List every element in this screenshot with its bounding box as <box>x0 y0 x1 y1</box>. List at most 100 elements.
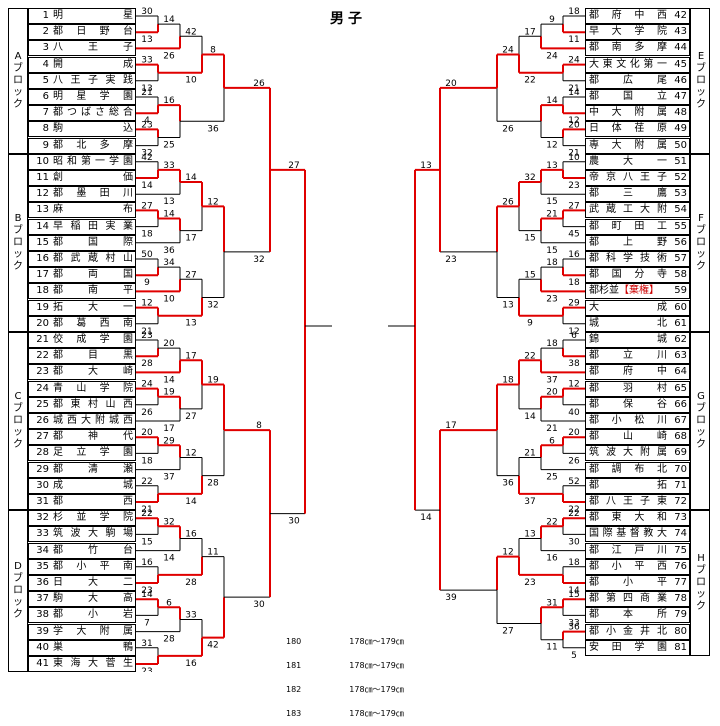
team-number: 32 <box>36 512 49 524</box>
team-number: 45 <box>674 58 687 70</box>
score-label: 37 <box>163 473 174 483</box>
team-name: 都竹台 <box>53 544 133 556</box>
score-label: 7 <box>144 618 150 628</box>
block-label: Bブロック <box>13 212 23 272</box>
team-number: 57 <box>674 253 687 264</box>
score-label: 32 <box>141 149 152 159</box>
score-label: 18 <box>546 258 558 268</box>
score-label: 14 <box>141 181 153 191</box>
team-number: 47 <box>674 91 687 102</box>
score-label: 34 <box>163 258 175 268</box>
team-name: 学大附属 <box>53 625 133 637</box>
score-label: 15 <box>546 246 557 256</box>
team-name: 都東村山西 <box>53 398 133 410</box>
team-name: 早稲田実業 <box>53 220 133 232</box>
team-number: 77 <box>674 577 687 588</box>
team-number: 58 <box>674 269 687 281</box>
team-number: 31 <box>36 496 49 507</box>
score-label: 26 <box>502 124 514 134</box>
team-name: 駒大高 <box>53 593 133 605</box>
score-label: 36 <box>568 623 580 633</box>
score-label: 10 <box>163 294 175 304</box>
score-label: 20 <box>568 120 580 130</box>
score-label: 21 <box>568 149 579 159</box>
score-label: 15 <box>546 197 557 207</box>
team-name: 都南多摩 <box>589 42 667 54</box>
team-number: 26 <box>36 415 49 426</box>
block-label: Hブロック <box>696 553 706 613</box>
score-label: 18 <box>568 7 580 17</box>
team-number: 35 <box>36 560 49 572</box>
team-name: 城西大附城西 <box>53 415 133 426</box>
team-name: 中大附属 <box>589 107 667 119</box>
team-name: 都葛西南 <box>53 317 133 329</box>
score-label: 13 <box>546 161 557 171</box>
score-label: 20 <box>163 339 175 349</box>
team-name: 筑波大附属 <box>589 447 667 459</box>
team-name: 錦城 <box>589 334 667 345</box>
team-name: 都小平 <box>589 577 667 588</box>
team-name: 早大学院 <box>589 26 667 38</box>
team-row: 26 城西大附城西 <box>28 413 136 429</box>
team-number: 65 <box>674 382 687 394</box>
team-name: 佼成学園 <box>53 334 133 345</box>
score-label: 6 <box>549 436 555 446</box>
score-label: 6 <box>166 598 172 608</box>
team-number: 18 <box>36 285 49 297</box>
team-number: 33 <box>36 528 49 540</box>
score-label: 10 <box>568 153 580 163</box>
score-label: 22 <box>524 351 535 361</box>
score-label: 30 <box>253 600 265 610</box>
tiebreak-notes: 180 178㎝～179㎝ 181 178㎝～179㎝ 182 178㎝～179… <box>286 622 404 726</box>
block-label: Eブロック <box>696 50 706 110</box>
team-number: 50 <box>674 139 687 151</box>
team-name: 都江戸川 <box>589 544 667 556</box>
team-name: 日体荏原 <box>589 123 667 135</box>
score-label: 8 <box>210 45 216 55</box>
score-label: 8 <box>256 421 262 431</box>
team-row: 都杉並【棄権】59 <box>585 283 690 300</box>
team-number: 14 <box>36 220 49 232</box>
team-number: 4 <box>42 58 49 70</box>
team-name: 開成 <box>53 58 133 70</box>
team-name: 巣鴨 <box>53 641 133 653</box>
score-label: 13 <box>420 161 431 171</box>
score-label: 26 <box>141 408 153 418</box>
score-label: 24 <box>141 380 153 390</box>
team-name: 都国分寺 <box>589 269 667 281</box>
team-number: 79 <box>674 609 687 621</box>
team-number: 2 <box>42 26 49 38</box>
team-name: 都西 <box>53 496 133 507</box>
score-label: 45 <box>568 230 579 240</box>
team-name: 都拓 <box>589 479 667 491</box>
team-row: 31 都西 <box>28 494 136 510</box>
score-label: 19 <box>207 376 219 386</box>
score-label: 27 <box>185 270 196 280</box>
team-number: 66 <box>674 398 687 410</box>
score-label: 22 <box>546 517 557 527</box>
score-label: 24 <box>546 51 558 61</box>
score-label: 40 <box>568 408 580 418</box>
